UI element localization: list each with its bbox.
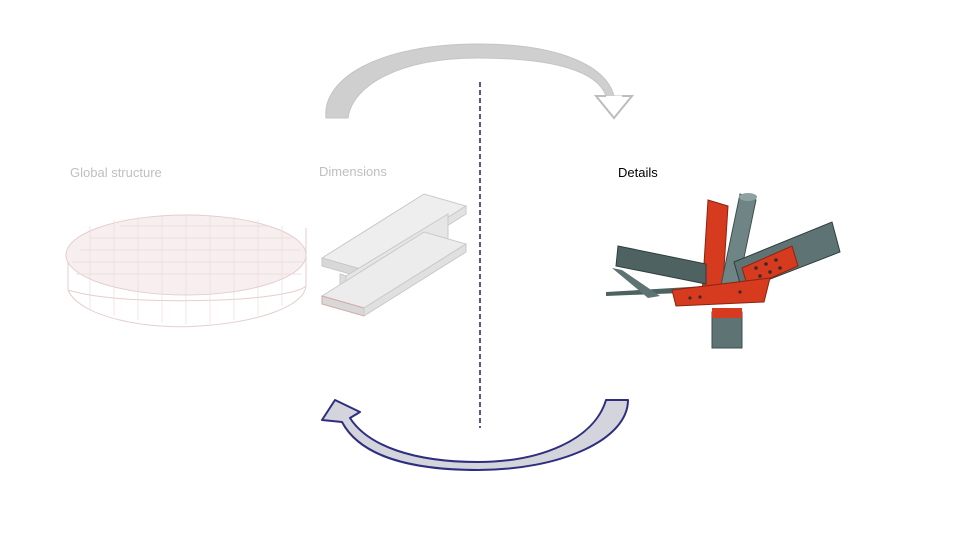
top-cycle-arrow: [325, 43, 635, 120]
dimensions-label: Dimensions: [319, 164, 387, 179]
global-structure-label: Global structure: [70, 165, 162, 180]
bottom-cycle-arrow: [321, 399, 629, 471]
i-beam-icon: [320, 193, 468, 317]
wireframe-dome-icon: [65, 214, 307, 328]
details-label: Details: [618, 165, 658, 180]
steel-joint-icon: [606, 193, 841, 349]
